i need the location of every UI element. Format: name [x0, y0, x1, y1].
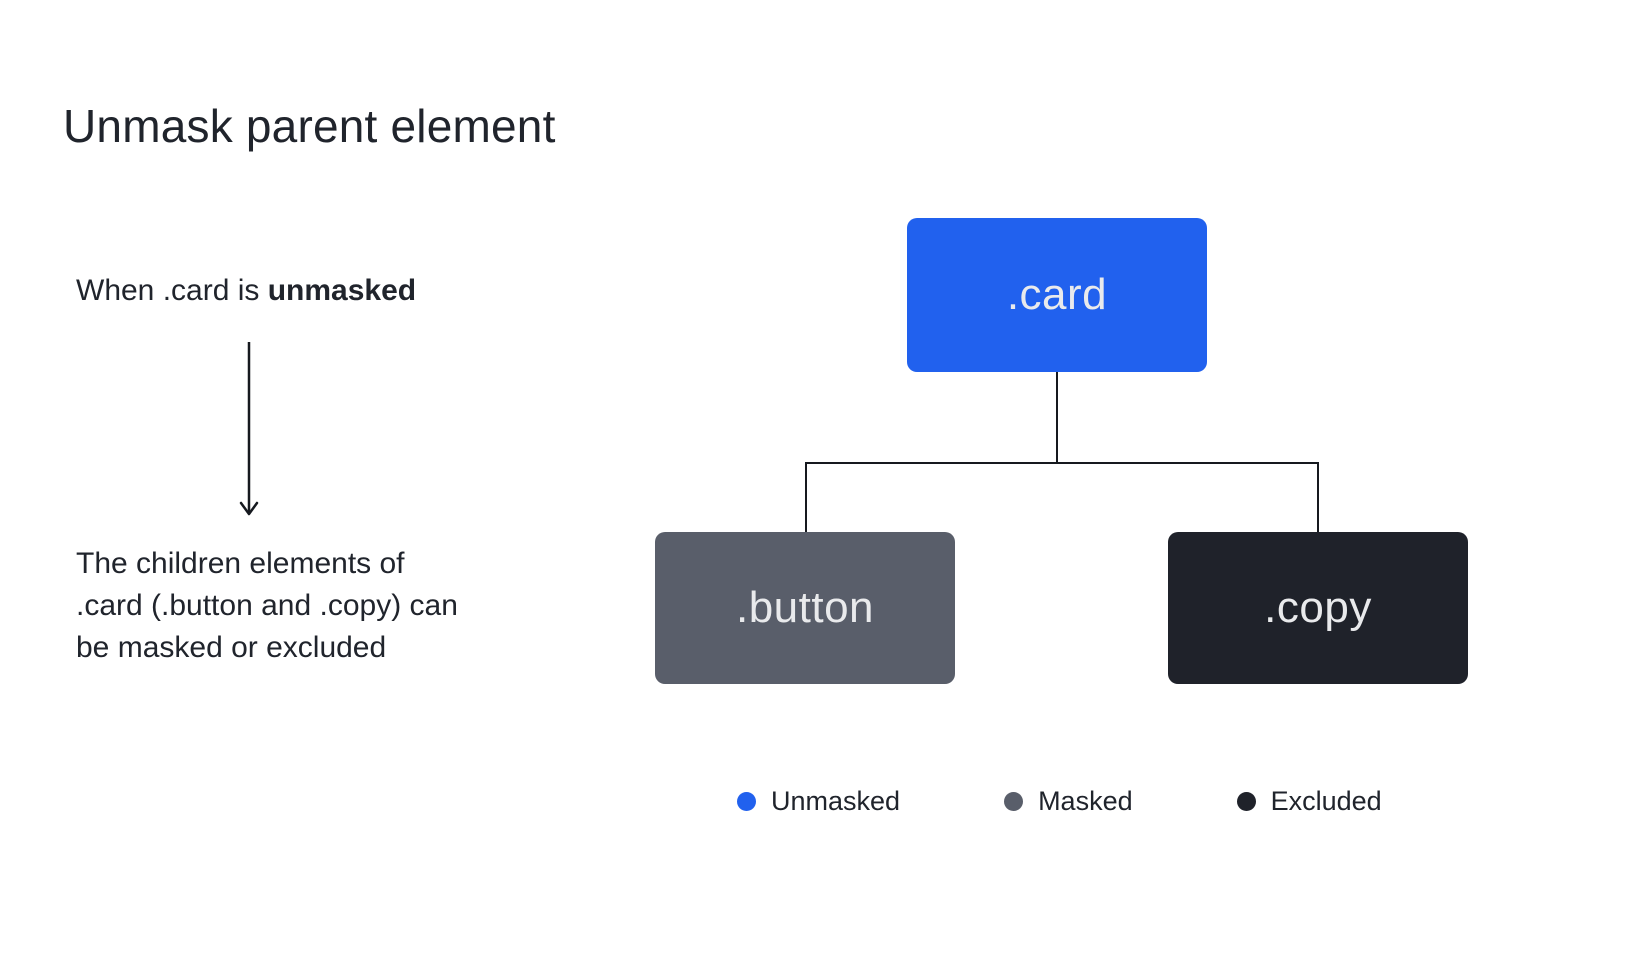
unmasked-dot-icon [737, 791, 756, 811]
legend: Unmasked Masked Excluded [737, 785, 1382, 817]
connector-left-drop [805, 462, 807, 532]
down-arrow-icon [239, 342, 259, 516]
annotation-description-line: .card (.button and .copy) can [76, 589, 458, 622]
connector-right-drop [1317, 462, 1319, 532]
annotation-description-line: be masked or excluded [76, 631, 387, 664]
legend-item-excluded: Excluded [1236, 785, 1382, 817]
page-title: Unmask parent element [63, 99, 556, 152]
legend-item-unmasked: Unmasked [737, 785, 900, 817]
tree-node-copy: .copy [1168, 532, 1468, 684]
masked-dot-icon [1004, 791, 1024, 811]
legend-item-masked: Masked [1004, 785, 1133, 817]
annotation-intro-emphasis: unmasked [267, 274, 417, 307]
annotation-description: The children elements of .card (.button … [76, 543, 458, 669]
annotation-intro: When .card is unmasked [76, 270, 416, 312]
tree-node-button-label: .button [735, 583, 875, 632]
legend-label-unmasked: Unmasked [771, 786, 901, 816]
tree-node-button: .button [655, 532, 955, 684]
connector-root-drop [1056, 372, 1058, 463]
annotation-intro-text: When .card is [76, 274, 268, 307]
tree-node-card-label: .card [1006, 270, 1108, 319]
annotation-description-line: The children elements of [76, 547, 405, 580]
legend-label-excluded: Excluded [1270, 786, 1382, 816]
connector-horizontal [805, 462, 1319, 464]
tree-node-copy-label: .copy [1264, 583, 1372, 632]
excluded-dot-icon [1236, 791, 1256, 811]
tree-node-card: .card [907, 218, 1207, 372]
legend-label-masked: Masked [1038, 786, 1133, 816]
